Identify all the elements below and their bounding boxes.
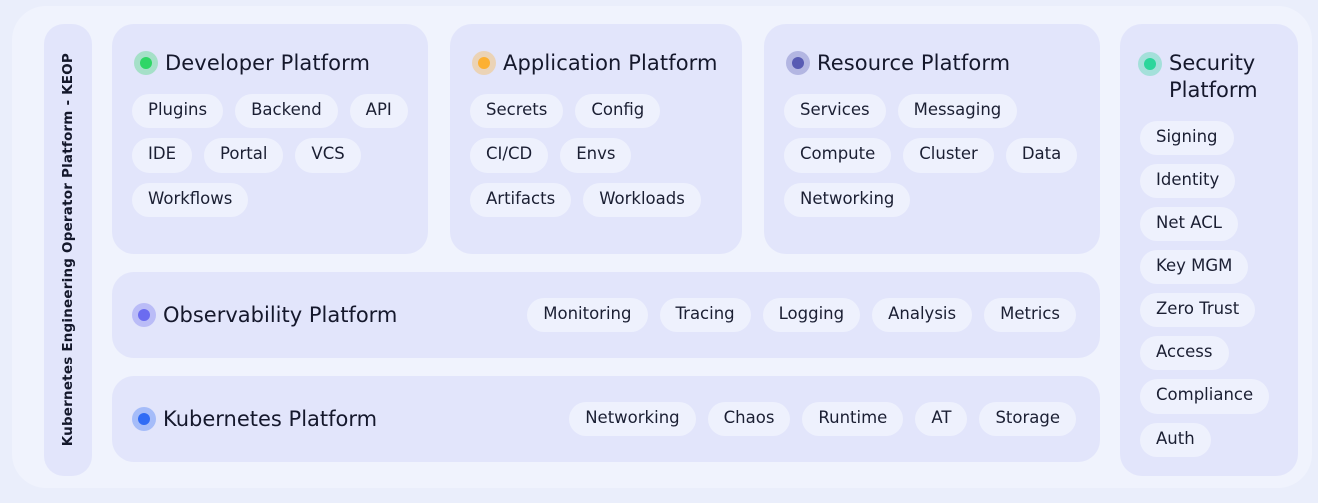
- tag-pill[interactable]: Auth: [1140, 422, 1211, 457]
- status-dot-icon: [132, 303, 156, 327]
- tag-pill[interactable]: Workloads: [583, 182, 701, 217]
- row-header: Observability Platform: [132, 303, 398, 327]
- tag-pill[interactable]: Messaging: [897, 94, 1018, 129]
- card-title: Security Platform: [1169, 51, 1258, 103]
- tag-pill[interactable]: Metrics: [984, 297, 1076, 333]
- tag-pill[interactable]: Networking: [569, 401, 696, 437]
- status-dot-icon: [472, 51, 496, 76]
- card-header: Resource Platform: [786, 50, 1080, 76]
- row-header: Kubernetes Platform: [132, 407, 378, 431]
- card-header: Developer Platform: [134, 50, 408, 76]
- tag-pill[interactable]: Workflows: [132, 182, 249, 217]
- row-observability-platform[interactable]: Observability Platform Monitoring Tracing…: [112, 272, 1100, 358]
- tag-pill[interactable]: VCS: [295, 138, 361, 173]
- tag-pill[interactable]: Compute: [784, 138, 892, 173]
- card-title: Application Platform: [503, 51, 718, 75]
- tag-pill[interactable]: Secrets: [470, 94, 564, 129]
- tag-pill[interactable]: Compliance: [1140, 379, 1270, 414]
- tag-pill[interactable]: Runtime: [802, 401, 904, 437]
- tag-pill[interactable]: Tracing: [659, 297, 751, 333]
- tag-pill[interactable]: Networking: [784, 182, 911, 217]
- status-dot-icon: [132, 407, 156, 431]
- status-dot-icon: [134, 51, 158, 76]
- tag-pill[interactable]: Backend: [235, 94, 338, 129]
- tag-pill[interactable]: Logging: [762, 297, 861, 333]
- card-header: Application Platform: [472, 50, 722, 76]
- tag-pill[interactable]: API: [349, 94, 408, 129]
- tag-pill[interactable]: Signing: [1140, 120, 1234, 155]
- tag-pill[interactable]: Key MGM: [1140, 250, 1249, 285]
- tag-pill[interactable]: Envs: [560, 138, 632, 173]
- tag-pill[interactable]: Data: [1005, 138, 1078, 173]
- card-title: Developer Platform: [165, 51, 371, 75]
- tag-pill[interactable]: CI/CD: [470, 138, 549, 173]
- row-title: Kubernetes Platform: [163, 407, 378, 431]
- tag-pill[interactable]: Storage: [979, 401, 1076, 437]
- tag-pill[interactable]: Config: [575, 94, 661, 129]
- diagram-layout: Kubernetes Engineering Operator Platform…: [44, 24, 1298, 476]
- row-kubernetes-platform[interactable]: Kubernetes Platform Networking Chaos Runti…: [112, 376, 1100, 462]
- tag-pill[interactable]: Zero Trust: [1140, 293, 1256, 328]
- tag-pill[interactable]: Access: [1140, 336, 1229, 371]
- card-header: Security Platform: [1138, 50, 1282, 105]
- tag-pill[interactable]: Portal: [204, 138, 284, 173]
- platform-sidebar: Kubernetes Engineering Operator Platform…: [44, 24, 92, 476]
- tag-pill[interactable]: Cluster: [903, 138, 994, 173]
- tag-pill[interactable]: Net ACL: [1140, 206, 1238, 242]
- status-dot-icon: [1138, 52, 1162, 76]
- tag-pill[interactable]: Chaos: [707, 401, 791, 437]
- sidebar-title: Kubernetes Engineering Operator Platform…: [60, 53, 76, 447]
- tag-list: Networking Chaos Runtime AT Storage: [569, 401, 1078, 437]
- row-title: Observability Platform: [163, 303, 398, 327]
- tag-pill[interactable]: IDE: [132, 138, 192, 173]
- tag-pill[interactable]: Analysis: [872, 297, 973, 333]
- tag-pill[interactable]: AT: [915, 401, 968, 437]
- card-title: Resource Platform: [817, 51, 1011, 75]
- tag-list: Monitoring Tracing Logging Analysis Metrics: [527, 297, 1078, 333]
- tag-pill[interactable]: Services: [784, 94, 886, 129]
- tag-pill[interactable]: Monitoring: [527, 297, 648, 333]
- diagram-shell: Kubernetes Engineering Operator Platform…: [12, 6, 1312, 488]
- tag-list: Plugins Backend API IDE Portal VCS Workflows: [132, 94, 408, 217]
- tag-pill[interactable]: Identity: [1140, 163, 1236, 198]
- status-dot-icon: [786, 51, 810, 76]
- tag-pill[interactable]: Plugins: [132, 94, 224, 129]
- tag-pill[interactable]: Artifacts: [470, 182, 572, 217]
